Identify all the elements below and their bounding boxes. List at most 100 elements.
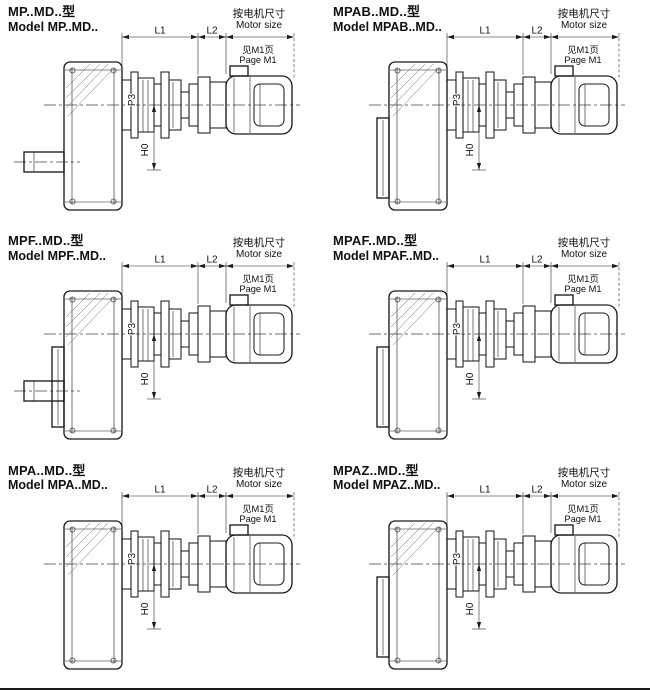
technical-drawing: L1 L2 P3 H0 按电机尺寸 Motor size 见M1页 Page M… [2, 459, 322, 685]
motor-size-note-en: Motor size [561, 479, 608, 490]
page-ref-cn: 见M1页 [242, 45, 274, 55]
mounting-flange [51, 346, 65, 429]
model-name-cn: MPAB..MD..型 [333, 4, 421, 19]
gearbox-housing [388, 61, 448, 211]
model-name-cn: MPF..MD..型 [8, 233, 84, 249]
technical-drawing: L1 L2 P3 H0 按电机尺寸 Motor size 见M1页 Page M… [327, 0, 647, 226]
motor-adapter [446, 530, 552, 598]
motor [550, 294, 618, 365]
panel-mpf-md: MPF..MD..型 Model MPF..MD.. [0, 229, 325, 458]
model-title-block: MP..MD..型 Model MP..MD.. [8, 4, 99, 34]
motor [225, 65, 293, 135]
dim-label-p3: P3 [452, 552, 463, 565]
dim-label-l1: L1 [154, 484, 166, 495]
technical-drawing: L1 L2 P3 H0 按电机尺寸 Motor size 见M1页 Page M… [327, 459, 647, 685]
mounting-flange [376, 575, 390, 658]
model-title-block: MPAB..MD..型 Model MPAB..MD.. [333, 4, 442, 34]
model-name-en: Model MPA..MD.. [8, 478, 108, 493]
motor-size-note-cn: 按电机尺寸 [558, 466, 611, 479]
gearbox-housing [388, 290, 448, 441]
dim-label-h0: H0 [140, 373, 151, 386]
model-name-en: Model MPAF..MD.. [333, 248, 440, 263]
motor-size-note-en: Motor size [236, 20, 283, 31]
mounting-flange [376, 346, 390, 429]
page-ref-en: Page M1 [564, 514, 601, 524]
dim-label-l2: L2 [531, 484, 543, 495]
dim-label-p3: P3 [127, 552, 138, 565]
dimension-labels: L1 L2 P3 H0 按电机尺寸 Motor size 见M1页 Page M… [126, 235, 286, 387]
dim-label-p3: P3 [127, 323, 138, 336]
model-name-en: Model MPAB..MD.. [333, 19, 442, 34]
technical-drawing: L1 L2 P3 H0 按电机尺寸 Motor size 见M1页 Page M… [327, 229, 647, 455]
model-name-cn: MP..MD..型 [8, 4, 76, 19]
dimension-labels: L1 L2 P3 H0 按电机尺寸 Motor size 见M1页 Page M… [451, 235, 611, 387]
page-ref-cn: 见M1页 [567, 274, 599, 284]
dim-label-l2: L2 [531, 26, 543, 37]
dim-label-l1: L1 [479, 484, 491, 495]
gearmotor-drawing: L1 L2 P3 H0 按电机尺寸 Motor size 见M1页 Page M… [14, 235, 300, 441]
dim-label-l2: L2 [206, 255, 218, 266]
page-ref-cn: 见M1页 [242, 504, 274, 514]
model-title-block: MPA..MD..型 Model MPA..MD.. [8, 462, 108, 493]
gearbox-housing [63, 290, 123, 441]
gearbox-housing [63, 519, 123, 670]
dim-label-h0: H0 [140, 602, 151, 615]
dimension-labels: L1 L2 P3 H0 按电机尺寸 Motor size 见M1页 Page M… [451, 6, 611, 158]
model-name-cn: MPA..MD..型 [8, 462, 86, 478]
motor-adapter [121, 71, 227, 139]
page-ref-cn: 见M1页 [567, 45, 599, 55]
model-title-block: MPF..MD..型 Model MPF..MD.. [8, 234, 106, 263]
dim-label-l2: L2 [206, 26, 218, 37]
gearbox-housing [63, 61, 123, 211]
page-ref-en: Page M1 [564, 55, 601, 65]
gearmotor-drawing: L1 L2 P3 H0 按电机尺寸 Motor size 见M1页 Page M… [14, 6, 300, 211]
output-shaft [14, 151, 80, 173]
model-name-en: Model MP..MD.. [8, 19, 99, 34]
motor-size-note-cn: 按电机尺寸 [233, 236, 286, 249]
dim-label-h0: H0 [465, 602, 476, 615]
page-ref-en: Page M1 [239, 55, 276, 65]
motor [225, 523, 293, 594]
panel-mpa-md: MPA..MD..型 Model MPA..MD.. [0, 459, 325, 688]
panel-mpaf-md: MPAF..MD..型 Model MPAF..MD.. [325, 229, 650, 458]
gearmotor-drawing: L1 L2 P3 H0 按电机尺寸 Motor size 见M1页 Page M… [44, 465, 300, 670]
gearmotor-drawing: L1 L2 P3 H0 按电机尺寸 Motor size 见M1页 Page M… [369, 465, 625, 670]
page-ref-cn: 见M1页 [242, 274, 274, 284]
panel-mp-md: MP..MD..型 Model MP..MD.. [0, 0, 325, 229]
dimension-lines [121, 262, 295, 400]
dimension-lines [121, 33, 295, 171]
motor-size-note-en: Motor size [561, 249, 608, 260]
dim-label-l2: L2 [206, 484, 218, 495]
model-title-block: MPAF..MD..型 Model MPAF..MD.. [333, 234, 439, 263]
motor [550, 523, 618, 594]
dim-label-h0: H0 [465, 373, 476, 386]
dim-label-l1: L1 [154, 26, 166, 37]
motor-size-note-cn: 按电机尺寸 [558, 7, 611, 20]
dim-label-p3: P3 [452, 323, 463, 336]
page-ref-en: Page M1 [239, 284, 276, 294]
model-name-en: Model MPF..MD.. [8, 248, 106, 263]
model-title-block: MPAZ..MD..型 Model MPAZ..MD.. [333, 462, 440, 492]
page-ref-en: Page M1 [564, 284, 601, 294]
dim-label-h0: H0 [140, 143, 151, 156]
dimension-lines [446, 33, 620, 171]
model-name-cn: MPAZ..MD..型 [333, 462, 419, 478]
dimension-labels: L1 L2 P3 H0 按电机尺寸 Motor size 见M1页 Page M… [126, 6, 286, 158]
motor-adapter [121, 530, 227, 598]
dim-label-h0: H0 [465, 143, 476, 156]
dimension-lines [121, 491, 295, 629]
motor-size-note-en: Motor size [561, 20, 608, 31]
technical-drawing: L1 L2 P3 H0 按电机尺寸 Motor size 见M1页 Page M… [2, 229, 322, 455]
gearmotor-drawing: L1 L2 P3 H0 按电机尺寸 Motor size 见M1页 Page M… [369, 235, 625, 441]
motor [550, 65, 618, 135]
dimension-lines [446, 491, 620, 629]
dim-label-p3: P3 [127, 93, 138, 106]
dim-label-l1: L1 [154, 255, 166, 266]
panel-mpaz-md: MPAZ..MD..型 Model MPAZ..MD.. [325, 459, 650, 688]
dimension-labels: L1 L2 P3 H0 按电机尺寸 Motor size 见M1页 Page M… [451, 465, 611, 617]
output-shaft [14, 380, 80, 403]
motor-size-note-cn: 按电机尺寸 [233, 466, 286, 479]
panel-mpab-md: MPAB..MD..型 Model MPAB..MD.. [325, 0, 650, 229]
gearmotor-drawing: L1 L2 P3 H0 按电机尺寸 Motor size 见M1页 Page M… [369, 6, 625, 211]
